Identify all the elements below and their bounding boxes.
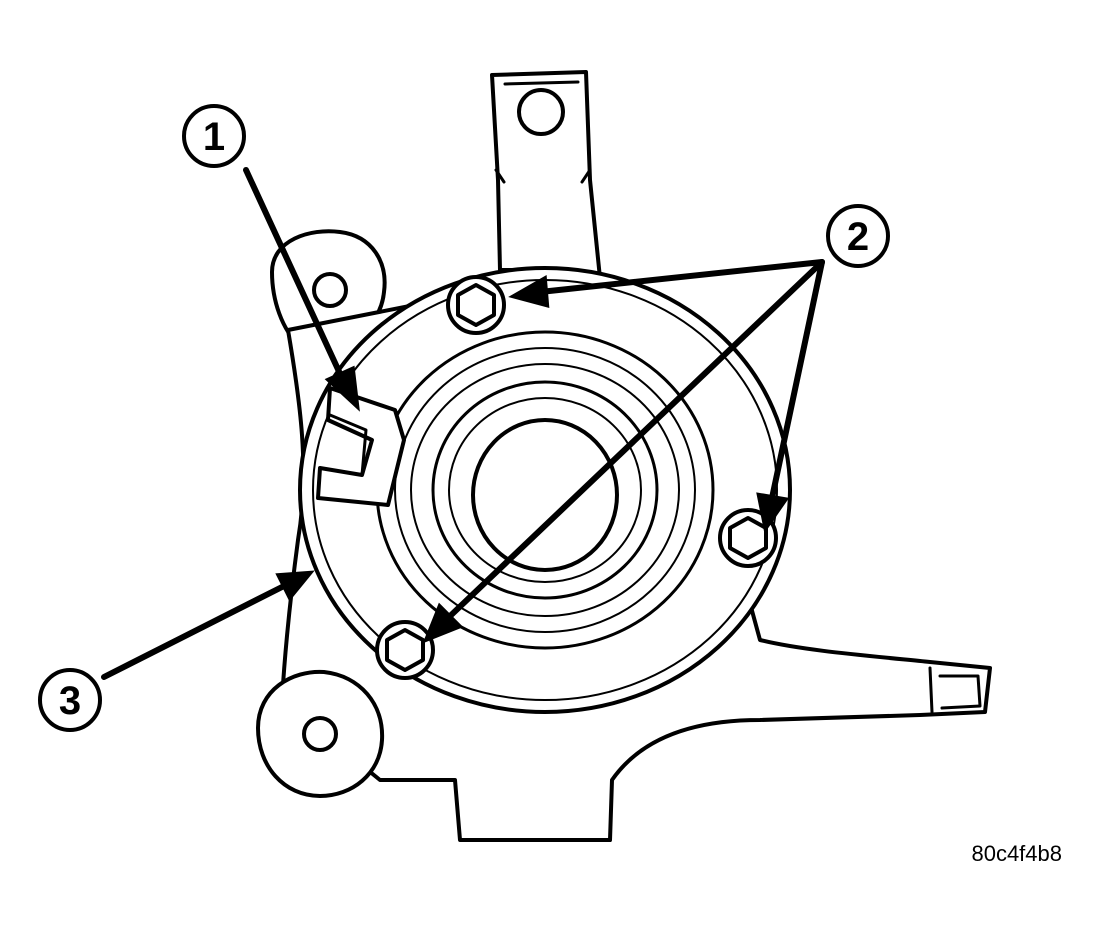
callout-1-label: 1	[203, 115, 225, 159]
callout-3-circle	[38, 668, 102, 732]
leader-arrow-1	[243, 167, 345, 381]
arrowhead-2c	[422, 602, 464, 644]
steering-knuckle	[256, 70, 992, 842]
leader-arrow-2a	[537, 259, 825, 295]
lower-ear-hole	[302, 716, 338, 752]
callout-2: 2	[826, 204, 890, 268]
arrowhead-1	[324, 365, 360, 412]
leader-arrows	[101, 167, 825, 680]
callout-2-circle	[826, 204, 890, 268]
callout-1-circle	[182, 104, 246, 168]
callout-3: 3	[38, 668, 102, 732]
upper-strut-bolt-hole	[517, 88, 565, 136]
callout-3-label: 3	[59, 679, 81, 723]
upper-ear-hole	[312, 272, 348, 308]
bearing-ring-inner	[431, 380, 659, 600]
callout-2-label: 2	[847, 215, 869, 259]
bolt-top	[446, 275, 506, 335]
leader-arrow-3	[101, 583, 287, 680]
callout-1: 1	[182, 104, 246, 168]
bolt-bottom	[375, 620, 435, 680]
sensor-tab	[316, 386, 406, 507]
figure-id-label: 80c4f4b8	[971, 841, 1062, 866]
leader-arrow-2b	[769, 259, 825, 501]
arrowhead-2b	[756, 492, 790, 534]
arrowhead-2a	[508, 275, 550, 308]
bearing-bore	[471, 418, 619, 572]
arrowhead-3	[275, 570, 315, 602]
leader-arrow-2c	[445, 259, 825, 621]
bolt-right	[718, 508, 778, 568]
